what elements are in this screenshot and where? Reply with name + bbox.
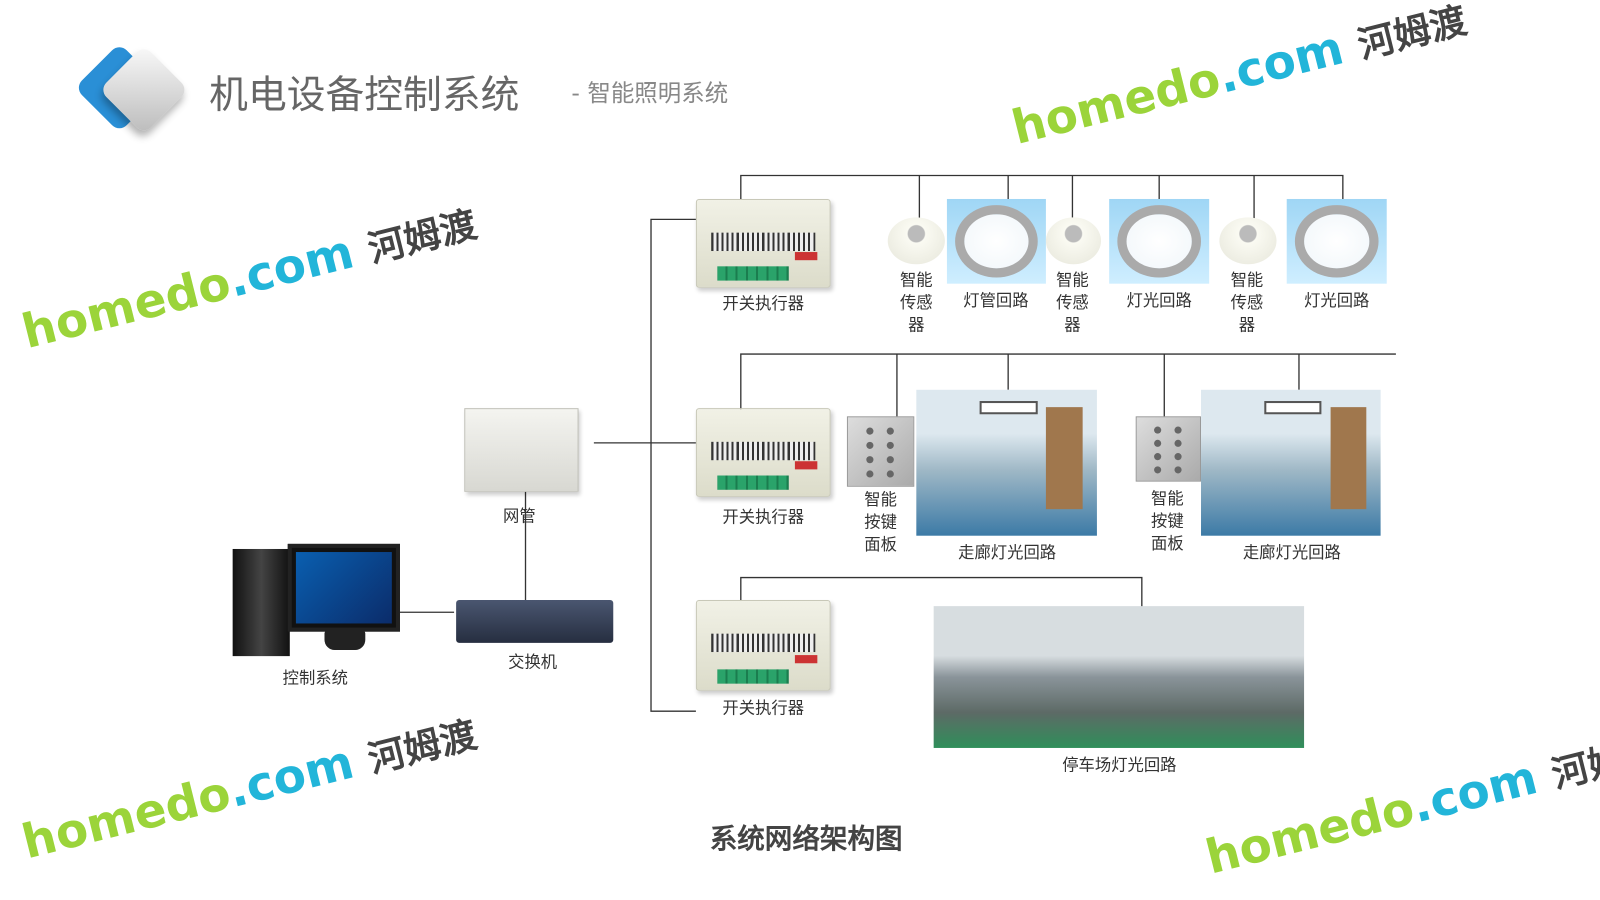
parking-lot-photo bbox=[933, 606, 1305, 748]
diagram-caption: 系统网络架构图 bbox=[709, 823, 903, 856]
label-line: 传感 bbox=[899, 292, 933, 313]
smart-sensor-1 bbox=[887, 217, 945, 265]
label-line: 器 bbox=[1238, 315, 1256, 335]
switch-actuator-3 bbox=[695, 599, 831, 691]
light-fixture-1 bbox=[946, 198, 1046, 284]
page-subtitle: - 智能照明系统 bbox=[571, 80, 729, 108]
label-line: 智能 bbox=[1230, 270, 1264, 290]
circuit-label-1: 灯管回路 bbox=[963, 290, 1029, 311]
page-title: 机电设备控制系统 bbox=[209, 72, 520, 118]
switch-actuator-1-label: 开关执行器 bbox=[722, 293, 805, 314]
smart-key-panel-1 bbox=[846, 416, 915, 487]
label-line: 面板 bbox=[864, 534, 897, 555]
sensor-3-label: 智能传感器 bbox=[1231, 269, 1264, 336]
switch-actuator-2 bbox=[695, 408, 831, 497]
panel-2-label: 智能按键面板 bbox=[1151, 488, 1184, 555]
corridor-circuit-label-2: 走廊灯光回路 bbox=[1242, 542, 1341, 563]
parking-circuit-label: 停车场灯光回路 bbox=[1062, 755, 1177, 775]
circuit-label-3: 灯光回路 bbox=[1304, 290, 1370, 311]
label-line: 器 bbox=[908, 315, 925, 335]
label-line: 按键 bbox=[1151, 511, 1184, 531]
label-line: 面板 bbox=[1151, 533, 1184, 554]
pc-tower bbox=[232, 548, 290, 657]
switch-actuator-3-label: 开关执行器 bbox=[722, 697, 805, 718]
circuit-label-2: 灯光回路 bbox=[1126, 290, 1192, 311]
smart-sensor-2 bbox=[1045, 217, 1102, 265]
pc-monitor bbox=[287, 543, 400, 632]
switch-actuator-2-label: 开关执行器 bbox=[722, 507, 805, 527]
label-line: 传感 bbox=[1056, 292, 1089, 313]
light-fixture-2 bbox=[1109, 198, 1210, 284]
switch-actuator-1 bbox=[695, 198, 831, 288]
control-system-label: 控制系统 bbox=[282, 668, 348, 688]
corridor-photo-2 bbox=[1201, 389, 1381, 536]
gateway-label: 网管 bbox=[503, 506, 536, 526]
sensor-1-label: 智能传感器 bbox=[900, 269, 933, 336]
gateway-device bbox=[464, 408, 579, 492]
sensor-2-label: 智能传感器 bbox=[1056, 269, 1089, 336]
smart-key-panel-2 bbox=[1135, 416, 1202, 482]
light-fixture-3 bbox=[1286, 198, 1387, 284]
smart-sensor-3 bbox=[1219, 217, 1277, 265]
monitor-stand bbox=[324, 629, 366, 650]
panel-1-label: 智能按键面板 bbox=[864, 489, 897, 556]
network-switch bbox=[456, 599, 614, 643]
corridor-circuit-label-1: 走廊灯光回路 bbox=[958, 542, 1057, 563]
label-line: 智能 bbox=[864, 489, 897, 510]
label-line: 器 bbox=[1064, 315, 1081, 335]
label-line: 智能 bbox=[899, 270, 933, 290]
label-line: 智能 bbox=[1056, 270, 1089, 290]
label-line: 传感 bbox=[1230, 292, 1264, 313]
label-line: 智能 bbox=[1151, 488, 1184, 509]
label-line: 按键 bbox=[864, 512, 897, 532]
corridor-photo-1 bbox=[916, 389, 1097, 536]
switch-label: 交换机 bbox=[508, 652, 558, 672]
